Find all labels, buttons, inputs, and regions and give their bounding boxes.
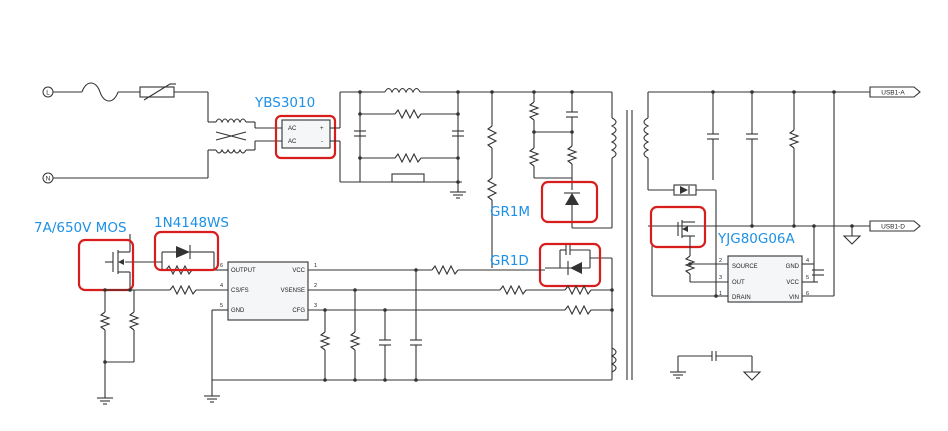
bulk-capacitor-1 (354, 130, 366, 137)
highlight-1n4148ws (153, 230, 220, 272)
svg-text:4: 4 (220, 283, 223, 289)
svg-text:CS/FS: CS/FS (231, 288, 249, 294)
y-capacitor (677, 351, 753, 372)
svg-text:OUT: OUT (732, 280, 745, 286)
input-terminal-line: L (42, 86, 54, 98)
svg-text:GND: GND (231, 308, 245, 314)
junction-dots (103, 90, 854, 382)
bulk-capacitor-2 (452, 130, 464, 137)
label-sync-ic: YJG80G06A (717, 231, 796, 247)
svg-text:USB1-A: USB1-A (881, 90, 905, 97)
svg-text:-: - (321, 139, 323, 145)
svg-text:VCC: VCC (292, 268, 305, 274)
transformer-primary (610, 117, 617, 159)
highlight-mosfet (77, 238, 135, 292)
svg-text:+: + (320, 126, 324, 132)
usb-d-port: USB1-D (869, 220, 921, 232)
label-mosfet: 7A/650V MOS (34, 220, 127, 236)
svg-text:4: 4 (806, 258, 809, 264)
svg-text:1: 1 (314, 263, 317, 269)
highlight-gr1d (538, 242, 602, 288)
svg-text:6: 6 (220, 263, 223, 269)
diode-gr1m (564, 192, 580, 205)
svg-text:5: 5 (806, 275, 809, 281)
varistor (139, 83, 208, 101)
label-gr1m: GR1M (490, 204, 530, 220)
label-gr1d: GR1D (490, 253, 529, 269)
svg-text:GND: GND (786, 264, 800, 270)
highlight-bridge (274, 114, 337, 160)
svg-text:2: 2 (719, 258, 722, 264)
sync-rectifier-ic: SOURCE OUT DRAIN GND VCC VIN 2 3 1 4 5 6 (719, 255, 809, 303)
controller-ic: OUTPUT CS/FS GND VCC VSENSE CFG 6 4 5 1 … (220, 261, 317, 321)
usb-a-port: USB1-A (869, 86, 921, 98)
transformer-aux-winding (610, 347, 617, 373)
gr1d-capacitor (559, 245, 591, 268)
svg-text:6: 6 (806, 291, 809, 297)
svg-text:3: 3 (314, 303, 317, 309)
svg-text:USB1-D: USB1-D (881, 224, 905, 231)
snubber-capacitor (566, 111, 578, 118)
mosfet (105, 234, 131, 290)
sync-mosfet (677, 220, 695, 246)
label-1n4148ws: 1N4148WS (154, 215, 229, 231)
svg-text:VIN: VIN (789, 295, 799, 301)
fuse (53, 82, 140, 102)
svg-text:AC: AC (288, 126, 297, 132)
ground-y-cap-secondary (742, 371, 762, 381)
svg-text:5: 5 (220, 303, 223, 309)
svg-text:2: 2 (314, 283, 317, 289)
diode-gr1d (567, 261, 582, 275)
transformer-core (626, 110, 633, 380)
svg-text:DRAIN: DRAIN (732, 295, 751, 301)
input-terminal-neutral: N (42, 172, 54, 184)
svg-text:SOURCE: SOURCE (732, 264, 758, 270)
transformer-secondary (643, 117, 650, 159)
svg-text:CFG: CFG (292, 308, 305, 314)
svg-text:VCC: VCC (786, 280, 799, 286)
common-mode-choke (208, 118, 282, 154)
svg-text:OUTPUT: OUTPUT (231, 268, 256, 274)
svg-text:N: N (46, 176, 51, 183)
ground-controller (204, 395, 220, 403)
ground-secondary (842, 235, 862, 245)
label-bridge: YBS3010 (254, 95, 315, 111)
diode-1n4148ws (176, 245, 191, 259)
svg-text:VSENSE: VSENSE (281, 288, 305, 294)
svg-text:L: L (46, 90, 50, 97)
ground-y-cap-primary (670, 364, 686, 379)
secondary-diode (673, 184, 697, 196)
ground-filter (450, 191, 466, 199)
highlight-gr1m (540, 180, 599, 224)
ground-primary (97, 397, 113, 405)
filter-inductor (384, 87, 421, 94)
svg-text:3: 3 (719, 275, 722, 281)
highlight-sync-mosfet (649, 205, 707, 249)
svg-text:1: 1 (719, 291, 722, 297)
svg-text:AC: AC (288, 139, 297, 145)
bridge-rectifier: AC AC + - (281, 119, 331, 149)
